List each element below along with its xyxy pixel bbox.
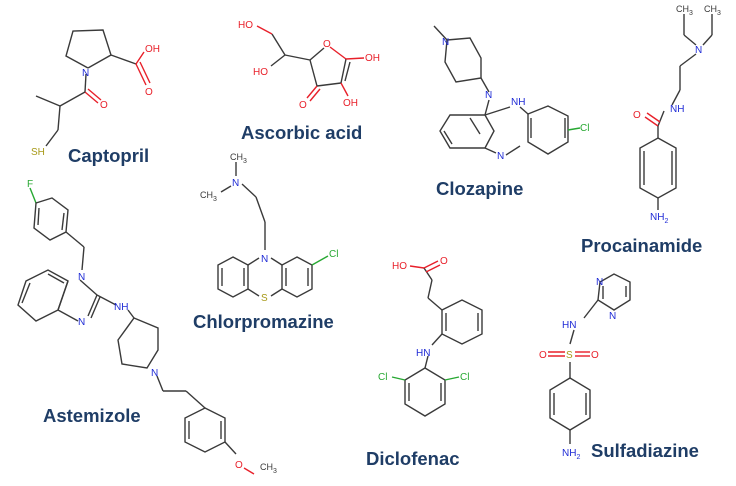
- procainamide-n-atom: N: [695, 45, 702, 56]
- sulfadiazine-label: Sulfadiazine: [591, 440, 699, 461]
- ascorbic-ring-o-atom: O: [323, 39, 331, 50]
- clozapine-bonds: [433, 25, 581, 156]
- clozapine-n-ring-atom: N: [497, 151, 504, 162]
- diclofenac-label: Diclofenac: [366, 448, 460, 469]
- sulfadiazine-hn-atom: HN: [562, 320, 576, 331]
- chlorpromazine-n-ring-atom: N: [261, 254, 268, 265]
- chlorpromazine-bonds: [217, 162, 329, 298]
- ascorbic-ho-top-atom: HO: [238, 20, 253, 31]
- diclofenac-hn-atom: HN: [416, 348, 430, 359]
- captopril-bonds: [35, 29, 151, 147]
- captopril-label: Captopril: [68, 145, 149, 166]
- ascorbic-oh-right-atom: OH: [365, 53, 380, 64]
- astemizole-o-atom: O: [235, 460, 243, 471]
- diclofenac-cl-right-atom: Cl: [460, 372, 469, 383]
- astemizole-structure: F N N NH N O CH3 Astemizole: [17, 179, 277, 475]
- sulfadiazine-n-top-atom: N: [596, 277, 603, 288]
- clozapine-structure: N N NH N Cl Clozapine: [433, 25, 589, 199]
- diclofenac-structure: HO O HN Cl Cl Diclofenac: [366, 256, 483, 469]
- sulfadiazine-bonds: [548, 273, 631, 444]
- procainamide-nh-atom: NH: [670, 104, 684, 115]
- procainamide-ch3-right: CH3: [704, 4, 721, 17]
- chlorpromazine-ch3-left: CH3: [200, 190, 217, 203]
- procainamide-o-atom: O: [633, 110, 641, 121]
- ascorbic-acid-structure: HO HO O OH OH O Ascorbic acid: [238, 20, 380, 143]
- sulfadiazine-nh2-atom: NH2: [562, 448, 580, 461]
- astemizole-n-1-atom: N: [78, 272, 85, 283]
- clozapine-n-bridge-atom: N: [485, 90, 492, 101]
- clozapine-cl-atom: Cl: [580, 123, 589, 134]
- procainamide-bonds: [639, 14, 713, 210]
- sulfadiazine-structure: N N HN S O O NH2 Sulfadiazine: [539, 273, 699, 461]
- captopril-sh-atom: SH: [31, 147, 45, 158]
- astemizole-ch3-atom: CH3: [260, 462, 277, 475]
- captopril-oh-atom: OH: [145, 44, 160, 55]
- clozapine-nh-atom: NH: [511, 97, 525, 108]
- ascorbic-ho-left-atom: HO: [253, 67, 268, 78]
- sulfadiazine-n-bottom-atom: N: [609, 311, 616, 322]
- diclofenac-o-atom: O: [440, 256, 448, 267]
- procainamide-label: Procainamide: [581, 235, 702, 256]
- sulfadiazine-o-right-atom: O: [591, 350, 599, 361]
- sulfadiazine-o-left-atom: O: [539, 350, 547, 361]
- astemizole-f-atom: F: [27, 179, 33, 190]
- chlorpromazine-s-atom: S: [261, 293, 268, 304]
- diclofenac-cl-left-atom: Cl: [378, 372, 387, 383]
- captopril-carboxyl-o-atom: O: [145, 87, 153, 98]
- ascorbic-keto-o-atom: O: [299, 100, 307, 111]
- ascorbic-oh-bottom-atom: OH: [343, 98, 358, 109]
- captopril-structure: N OH O O SH Captopril: [31, 29, 160, 166]
- chlorpromazine-cl-atom: Cl: [329, 249, 338, 260]
- chlorpromazine-label: Chlorpromazine: [193, 311, 334, 332]
- captopril-carbonyl-o-atom: O: [100, 100, 108, 111]
- astemizole-n-3-atom: N: [78, 317, 85, 328]
- astemizole-nh-atom: NH: [114, 302, 128, 313]
- procainamide-structure: CH3 CH3 N NH O NH2 Procainamide: [581, 4, 721, 256]
- chlorpromazine-ch3-top: CH3: [230, 152, 247, 165]
- ascorbic-acid-label: Ascorbic acid: [241, 122, 362, 143]
- captopril-n-atom: N: [82, 68, 89, 79]
- diclofenac-ho-atom: HO: [392, 261, 407, 272]
- clozapine-label: Clozapine: [436, 178, 523, 199]
- procainamide-nh2-atom: NH2: [650, 212, 668, 225]
- ascorbic-bonds: [256, 25, 365, 102]
- astemizole-label: Astemizole: [43, 405, 141, 426]
- clozapine-n-methyl-atom: N: [442, 37, 449, 48]
- sulfadiazine-s-atom: S: [566, 350, 573, 361]
- procainamide-ch3-left: CH3: [676, 4, 693, 17]
- chlorpromazine-structure: CH3 CH3 N N S Cl Chlorpromazine: [193, 152, 338, 332]
- chlorpromazine-n-amine-atom: N: [232, 178, 239, 189]
- diclofenac-bonds: [391, 260, 483, 417]
- astemizole-n-pip-atom: N: [151, 368, 158, 379]
- astemizole-bonds: [17, 187, 255, 475]
